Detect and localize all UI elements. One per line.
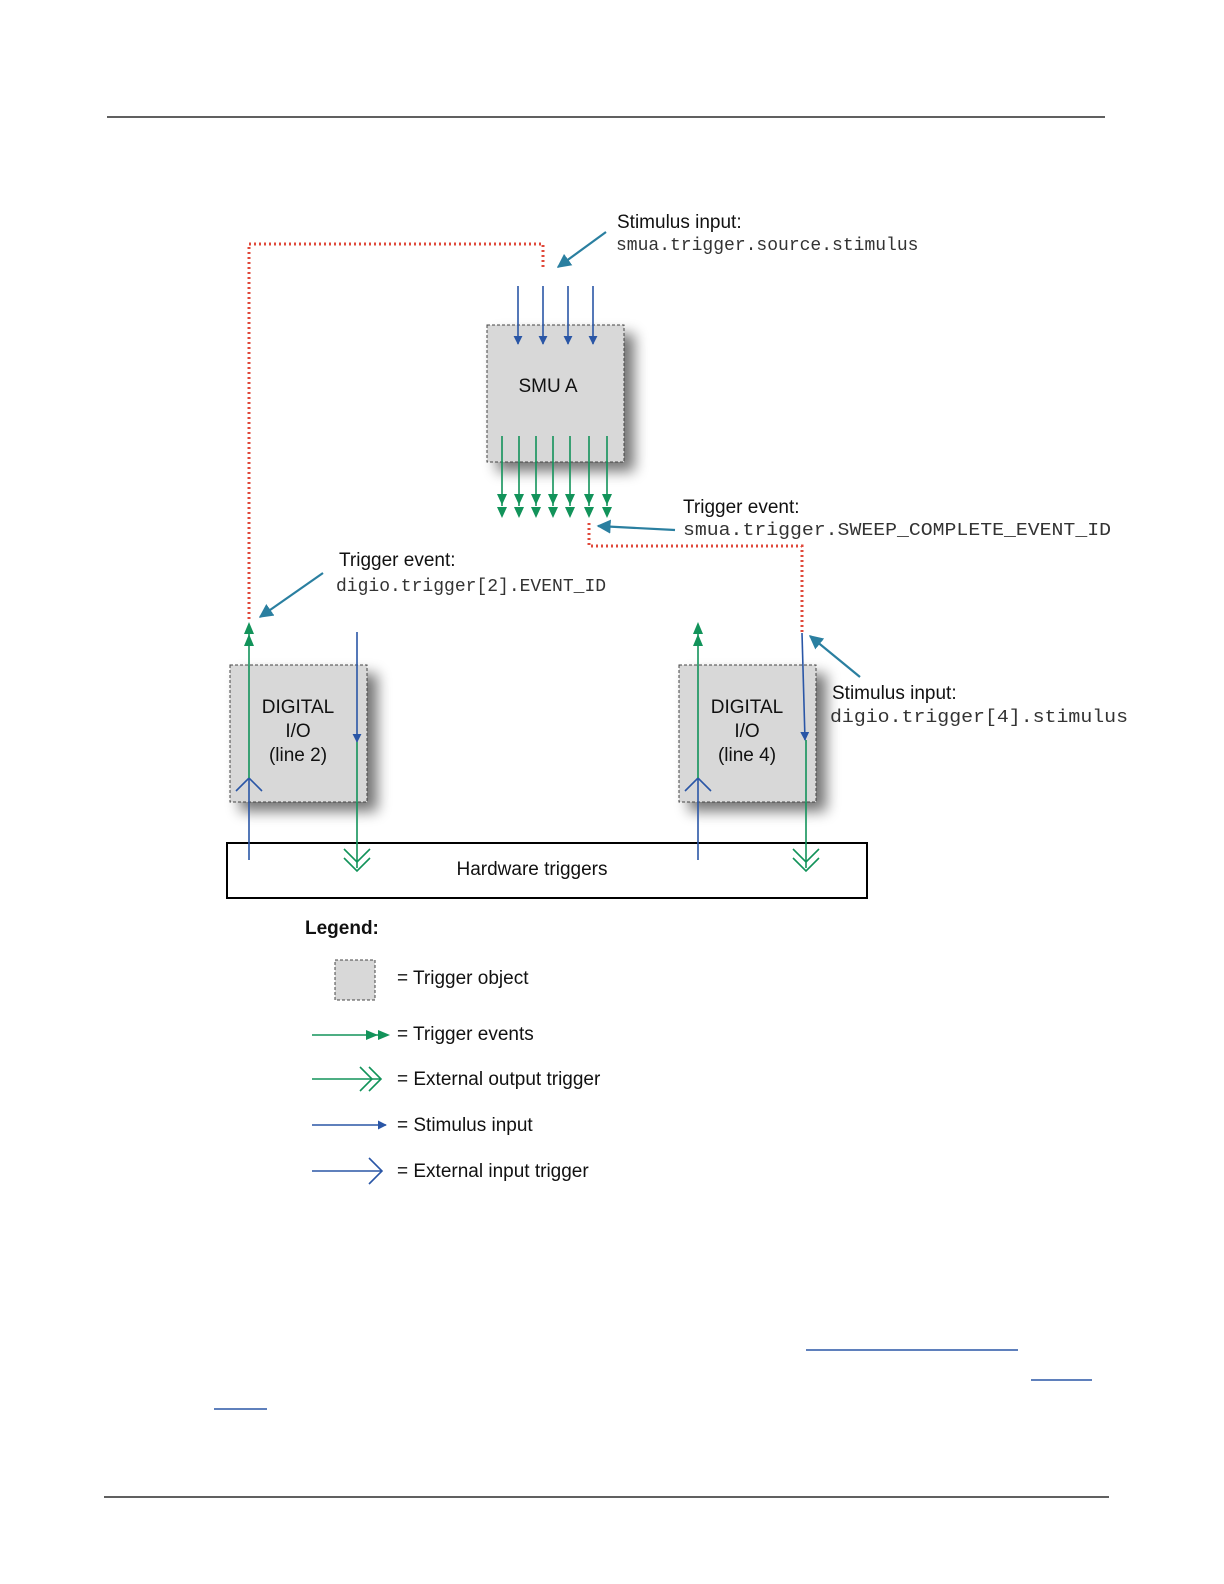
dio4-external-output-arrow (792, 740, 820, 873)
dio2-event-arrow (244, 622, 254, 778)
dotted-link-dio2-to-smu (247, 242, 545, 619)
callout-pointer-dio4-stimulus (808, 635, 861, 678)
legend-item-label: = Stimulus input (397, 1115, 533, 1136)
callout-pointer-dio2-event (258, 572, 324, 618)
smu-event-arrow (602, 436, 612, 518)
dio4-label-line1: DIGITAL (711, 697, 784, 718)
smu-a-label: SMU A (518, 376, 577, 397)
trigger-object-icon (334, 959, 376, 1001)
callout-code: smua.trigger.SWEEP_COMPLETE_EVENT_ID (683, 521, 1111, 541)
digital-io-line2-box: DIGITAL I/O (line 2) (229, 664, 368, 803)
callout-code: digio.trigger[4].stimulus (830, 708, 1128, 728)
dio2-label-line2: I/O (285, 721, 310, 742)
callout-code: smua.trigger.source.stimulus (616, 236, 918, 256)
callout-smu-stimulus: Stimulus input: smua.trigger.source.stim… (616, 212, 918, 256)
dio2-external-output-arrow (343, 742, 371, 873)
external-output-arrow-icon (312, 1066, 383, 1092)
callout-dio4-stimulus: Stimulus input: digio.trigger[4].stimulu… (830, 683, 1128, 728)
trigger-event-arrow-icon (312, 1030, 390, 1040)
smu-stimulus-arrows (513, 286, 598, 345)
legend-item-label: = External input trigger (397, 1161, 589, 1182)
callout-pointer-smu-event (596, 519, 676, 534)
smu-event-arrow (514, 436, 524, 518)
legend-item-label: = Trigger object (397, 968, 529, 989)
callout-dio2-event: Trigger event: digio.trigger[2].EVENT_ID (336, 550, 606, 597)
smu-event-arrow (548, 436, 558, 518)
hardware-triggers-label: Hardware triggers (457, 859, 608, 880)
smu-event-arrow (565, 436, 575, 518)
dio2-label-line1: DIGITAL (262, 697, 335, 718)
callout-code: digio.trigger[2].EVENT_ID (336, 577, 606, 597)
smu-a-box: SMU A (486, 324, 625, 463)
dio4-label-line2: I/O (734, 721, 759, 742)
callout-pointer-smu-stimulus (556, 231, 607, 268)
smu-event-arrow (497, 436, 507, 518)
smu-event-arrow (584, 436, 594, 518)
callout-smu-event: Trigger event: smua.trigger.SWEEP_COMPLE… (683, 497, 1111, 541)
hardware-triggers-box: Hardware triggers (226, 842, 868, 899)
dio2-label-line3: (line 2) (269, 745, 327, 766)
smu-event-arrow (531, 436, 541, 518)
legend-title: Legend: (305, 918, 379, 939)
external-input-arrow-icon (312, 1157, 384, 1185)
digital-io-line4-box: DIGITAL I/O (line 4) (678, 664, 817, 803)
callout-title: Stimulus input: (617, 212, 742, 233)
callout-title: Stimulus input: (832, 683, 957, 704)
dio4-stimulus-arrow (800, 632, 810, 741)
legend: Legend: = Trigger object = Trigger event… (305, 918, 601, 1185)
dio4-label-line3: (line 4) (718, 745, 776, 766)
dio4-event-arrow (693, 622, 703, 778)
callout-title: Trigger event: (339, 550, 456, 571)
legend-item-label: = Trigger events (397, 1024, 534, 1045)
legend-item-label: = External output trigger (397, 1069, 601, 1090)
callout-title: Trigger event: (683, 497, 800, 518)
smu-event-arrows (497, 436, 612, 518)
dotted-link-smu-to-dio4 (587, 523, 804, 633)
